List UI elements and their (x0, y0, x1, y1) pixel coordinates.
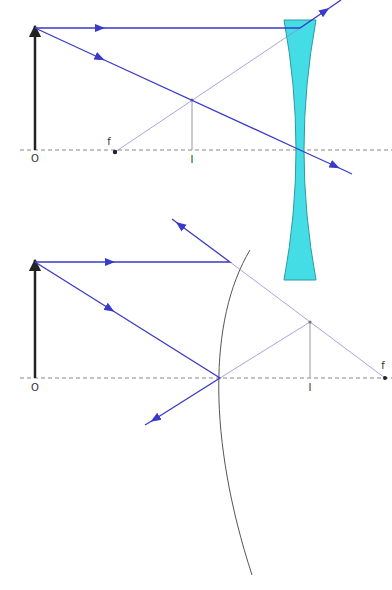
light-ray (35, 27, 100, 28)
object-label: O (30, 383, 40, 393)
image-arrow (310, 322, 311, 378)
light-ray (335, 166, 352, 174)
image-point (308, 320, 311, 323)
light-ray (100, 58, 335, 166)
optical-axis (20, 378, 392, 379)
focal-point (113, 150, 117, 154)
focal-point (383, 376, 387, 380)
focal-label: f (106, 137, 112, 147)
light-ray (35, 261, 110, 262)
light-ray (35, 262, 110, 309)
light-ray (100, 11, 325, 28)
image-label: I (190, 155, 195, 165)
virtual-ray (115, 28, 300, 152)
light-ray (35, 28, 100, 58)
light-ray (325, 0, 341, 11)
image-arrow (192, 100, 193, 150)
focal-label: f (380, 361, 386, 371)
object-label: O (30, 154, 40, 164)
object-arrow (34, 260, 37, 378)
object-arrow (34, 26, 37, 150)
virtual-ray (220, 322, 310, 378)
light-ray (172, 219, 180, 225)
light-ray (110, 309, 220, 419)
light-ray (110, 225, 230, 262)
image-label: I (308, 383, 313, 393)
convex-mirror (219, 250, 252, 575)
light-ray (145, 419, 155, 425)
virtual-ray (230, 262, 385, 378)
optical-axis (20, 150, 392, 151)
